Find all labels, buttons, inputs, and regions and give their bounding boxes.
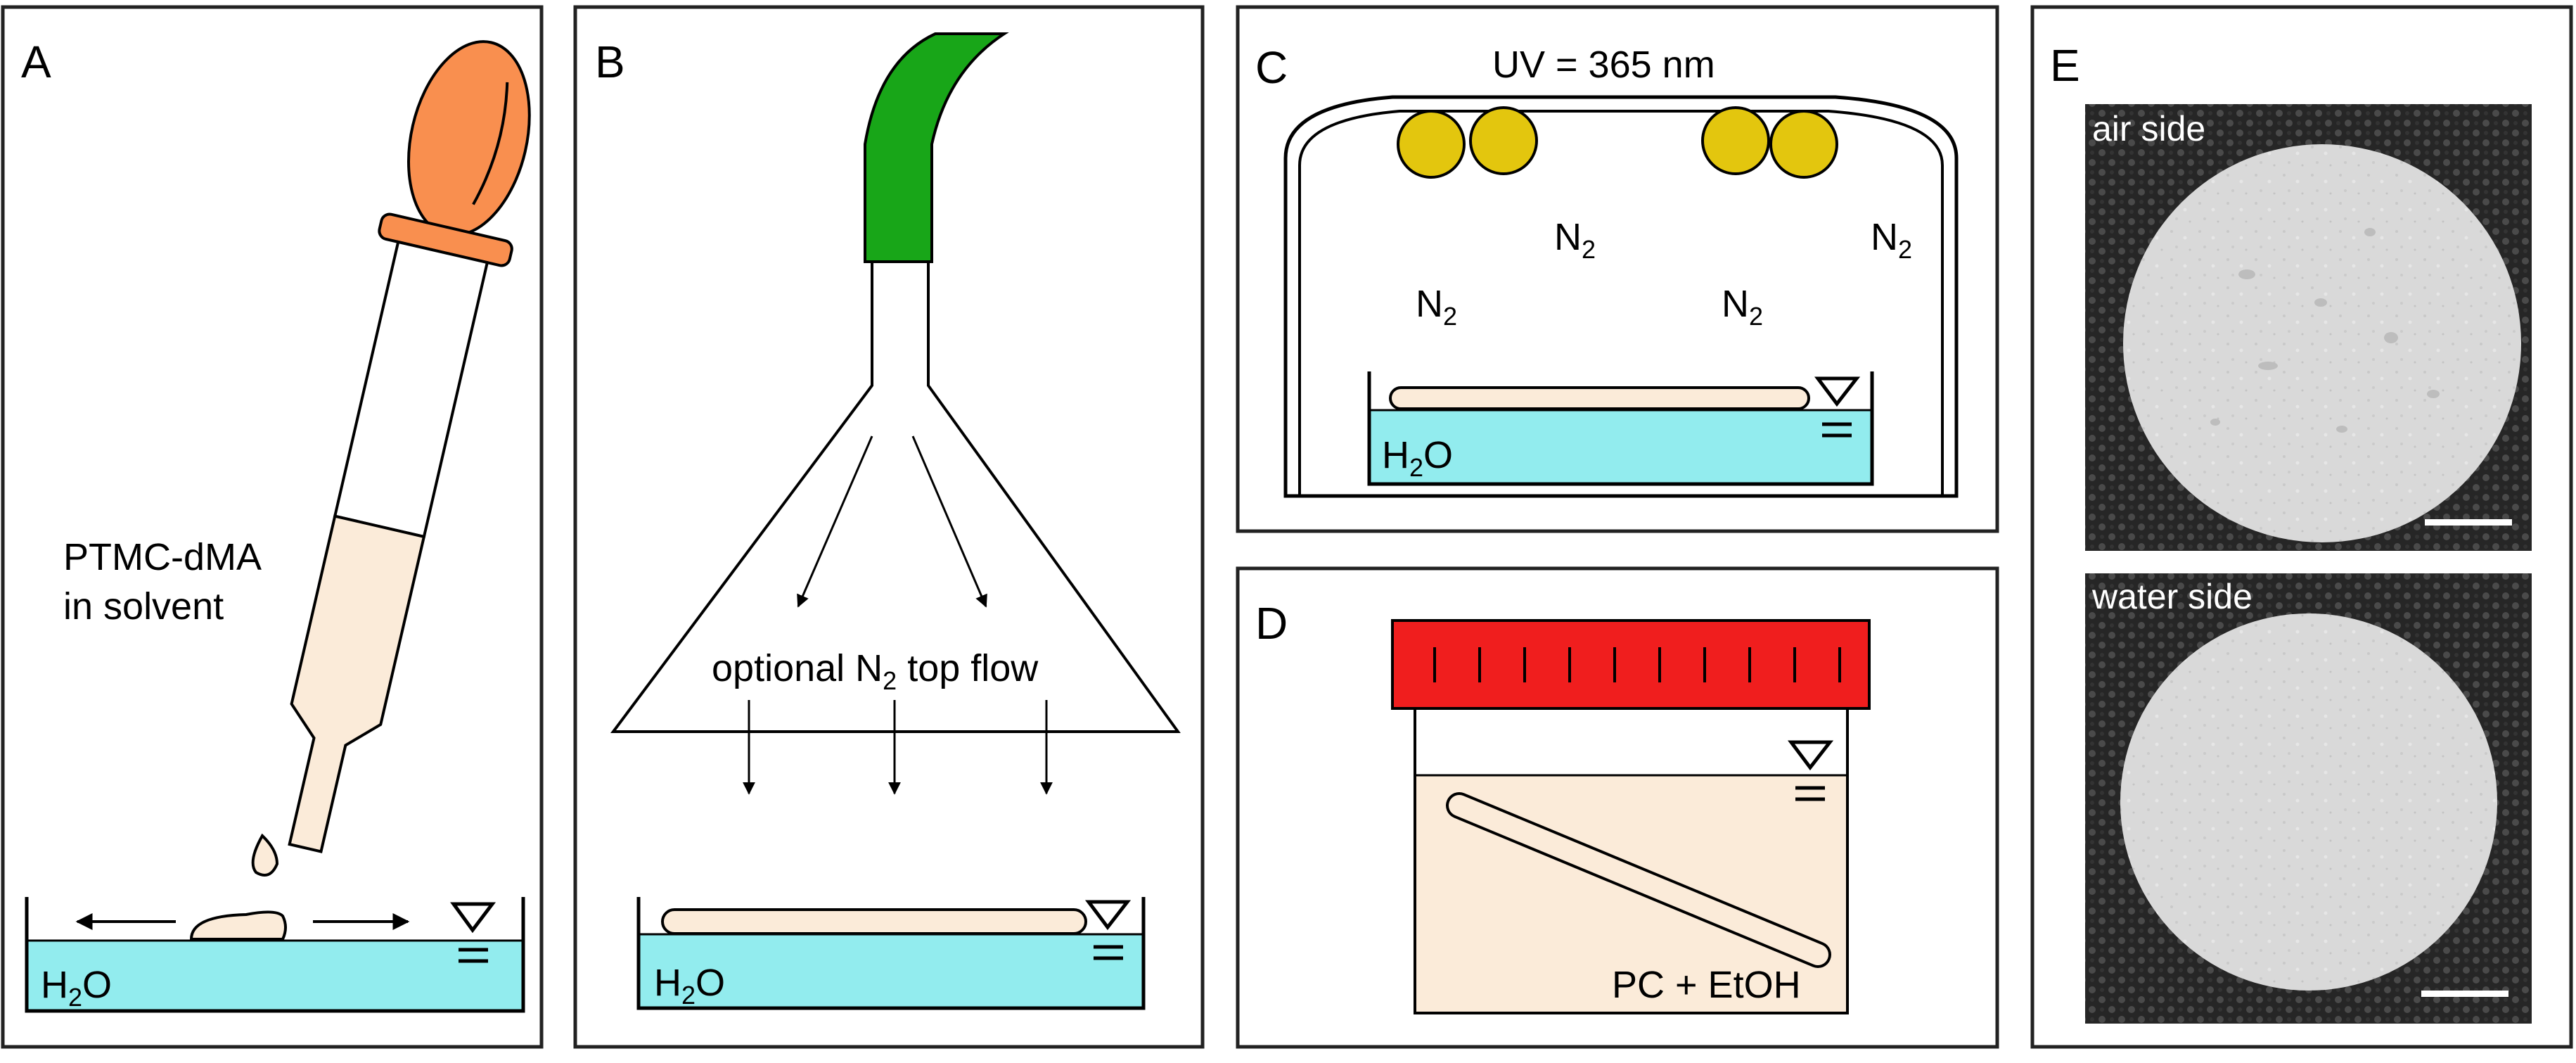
pipette-annotation-line2: in solvent	[63, 585, 224, 628]
panel-c-label: C	[1255, 42, 1288, 93]
water-label-c: H2O	[1382, 434, 1453, 482]
water-label-b: H2O	[654, 962, 725, 1010]
water-level-symbol	[1085, 900, 1132, 960]
photo-water-side: water side	[2085, 573, 2532, 1024]
water-level-symbol	[1814, 376, 1861, 438]
panel-d-label: D	[1255, 598, 1288, 649]
water-level-symbol	[450, 902, 496, 963]
photo-air-side: air side	[2085, 104, 2532, 551]
container-body	[1414, 707, 1849, 1014]
panel-d: D PC + EtOH	[1236, 566, 1999, 1049]
panel-a-label: A	[21, 37, 51, 87]
flow-arrow-inner-left	[797, 435, 873, 608]
flow-arrow-inner-right	[911, 435, 987, 608]
uv-chamber-inner	[1298, 110, 1944, 496]
spreading-drop	[189, 910, 287, 941]
panel-e: E air side water side	[2030, 5, 2573, 1049]
polymer-film-b	[661, 908, 1087, 935]
scale-bar	[2421, 991, 2508, 997]
uv-lamp	[1469, 106, 1538, 175]
surface-pits	[2210, 228, 2440, 433]
nitrogen-label: N2	[1871, 216, 1912, 264]
water-bath-b	[639, 934, 1143, 1008]
falling-droplet	[251, 833, 279, 877]
panel-b: B optional N2 top flow H2O	[573, 5, 1205, 1049]
container-lid	[1391, 619, 1871, 710]
flow-annotation: optional N2 top flow	[712, 647, 1039, 695]
panel-e-label: E	[2050, 40, 2080, 91]
panel-b-label: B	[595, 37, 625, 87]
nitrogen-label: N2	[1722, 283, 1763, 331]
photo-label-water-side: water side	[2091, 577, 2253, 616]
pipette-annotation-line1: PTMC-dMA	[63, 536, 262, 578]
panel-a: A PTMC-dMA in solvent H2O	[1, 5, 544, 1049]
nitrogen-label: N2	[1554, 216, 1596, 264]
water-bath-a	[27, 941, 523, 1011]
uv-chamber-outer	[1283, 95, 1959, 498]
panel-c: C UV = 365 nm N2 N2 N2 N2 H2O	[1236, 5, 1999, 533]
film-disc-water-side	[2120, 613, 2497, 991]
photo-label-air-side: air side	[2092, 109, 2205, 148]
pipette-tube-filled	[288, 514, 426, 853]
lid-ridges	[1433, 647, 1841, 682]
scale-bar	[2425, 519, 2512, 526]
water-level-symbol	[1788, 740, 1834, 801]
pipette	[288, 40, 531, 853]
nitrogen-label: N2	[1416, 283, 1457, 331]
film-disc-air-side	[2123, 144, 2521, 542]
uv-lamp	[1701, 106, 1770, 175]
uv-lamp	[1769, 110, 1838, 179]
uv-label: UV = 365 nm	[1492, 44, 1715, 86]
uv-lamp	[1397, 110, 1466, 179]
water-label-a: H2O	[41, 964, 112, 1012]
solvent-label: PC + EtOH	[1612, 964, 1801, 1006]
nitrogen-nozzle	[864, 32, 1009, 263]
polymer-film-c	[1389, 386, 1810, 410]
water-bath-c	[1369, 410, 1872, 484]
